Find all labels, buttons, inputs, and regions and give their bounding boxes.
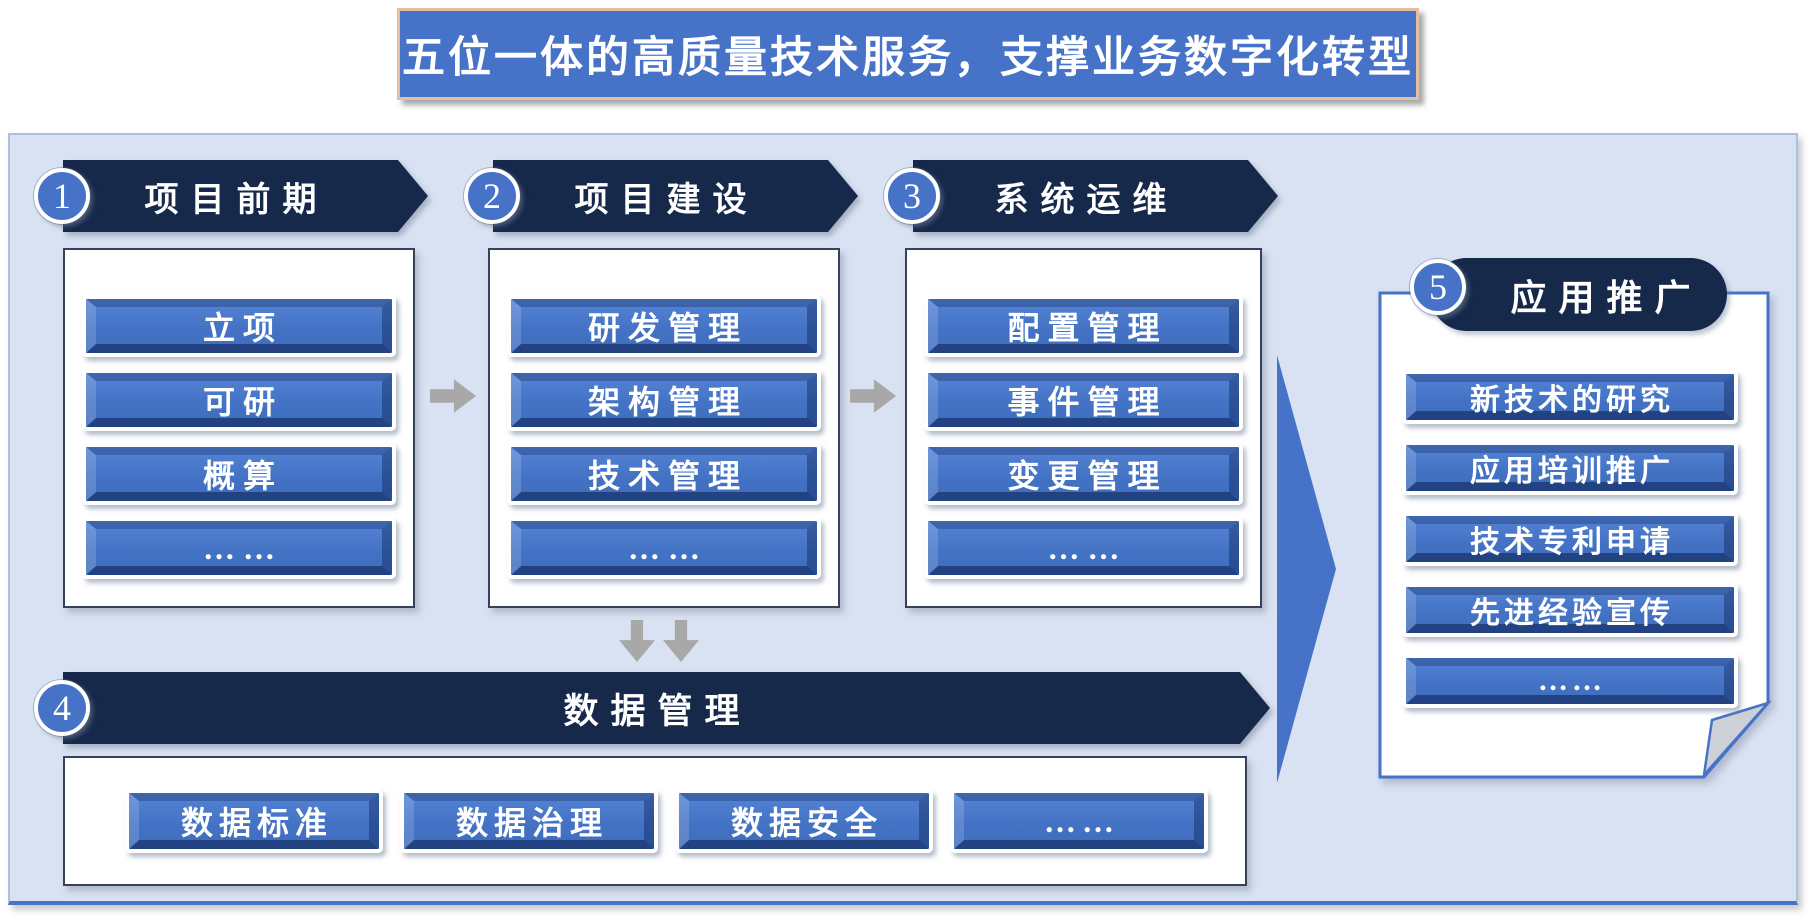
stage-3-item-label: ……	[1047, 529, 1128, 566]
stage-4-item: 数据安全	[675, 789, 933, 853]
stage-5-item: ……	[1402, 654, 1738, 708]
stage-2-item: ……	[507, 517, 821, 579]
stage-2-box: 研发管理 架构管理 技术管理 ……	[488, 248, 840, 608]
stage-5-item: 新技术的研究	[1402, 370, 1738, 424]
stage-1-item-label: 立项	[202, 310, 283, 346]
stage-1-number: 1	[53, 176, 71, 216]
stage-4-item-label: ……	[1044, 802, 1120, 839]
stage-5-item: 技术专利申请	[1402, 512, 1738, 566]
stage-5-item: 应用培训推广	[1402, 441, 1738, 495]
stage-2-item-label: 研发管理	[587, 310, 748, 346]
stage-3-box: 配置管理 事件管理 变更管理 ……	[905, 248, 1262, 608]
stage-3-header: 系统运维	[913, 160, 1278, 232]
stage-3-item-label: 配置管理	[1007, 310, 1168, 346]
stage-4-label: 数据管理	[563, 691, 752, 731]
stage-2-label: 项目建设	[574, 181, 759, 219]
stage-1-item-label: ……	[203, 529, 283, 566]
stage-4-box: 数据标准 数据治理 数据安全 ……	[63, 756, 1247, 886]
stage-1-item: 立项	[82, 295, 396, 357]
stage-2-item: 技术管理	[507, 443, 821, 505]
page-fold-icon	[1702, 700, 1772, 779]
stage-2-item: 研发管理	[507, 295, 821, 357]
stage-4-item-label: 数据治理	[455, 805, 608, 841]
stage-2-header: 项目建设	[493, 160, 858, 232]
stage-1-item: 概算	[82, 443, 396, 505]
stage-1-item-label: 概算	[202, 458, 283, 494]
stage-2-item-label: 架构管理	[587, 384, 748, 420]
stage-4-item: 数据治理	[400, 789, 658, 853]
slide-title: 五位一体的高质量技术服务，支撑业务数字化转型	[402, 35, 1414, 82]
stage-2-item-label: ……	[628, 529, 708, 566]
stage-3-item: ……	[924, 517, 1243, 579]
stage-4-number: 4	[53, 688, 71, 728]
stage-5-item-label: 新技术的研究	[1470, 384, 1674, 417]
stage-5-item: 先进经验宣传	[1402, 583, 1738, 637]
stage-5-header: 应用推广	[1430, 258, 1727, 331]
title-banner: 五位一体的高质量技术服务，支撑业务数字化转型	[397, 8, 1419, 100]
stage-3-item: 变更管理	[924, 443, 1243, 505]
stage-5-number-badge: 5	[1410, 259, 1466, 315]
stage-3-label: 系统运维	[994, 181, 1179, 219]
stage-1-number-badge: 1	[34, 168, 90, 224]
stage-5-label: 应用推广	[1510, 277, 1703, 318]
stage-1-label: 项目前期	[144, 181, 329, 219]
stage-3-item-label: 事件管理	[1007, 384, 1168, 420]
stage-5-item-label: ……	[1538, 664, 1606, 697]
stage-4-item: ……	[950, 789, 1208, 853]
stage-3-number: 3	[903, 176, 921, 216]
stage-1-item-label: 可研	[202, 384, 283, 420]
stage-5-item-label: 应用培训推广	[1470, 455, 1674, 488]
stage-1-box: 立项 可研 概算 ……	[63, 248, 415, 608]
stage-3-number-badge: 3	[884, 168, 940, 224]
stage-5-number: 5	[1429, 267, 1447, 307]
stage-5-item-label: 技术专利申请	[1470, 526, 1674, 559]
stage-4-item: 数据标准	[125, 789, 383, 853]
stage-2-number-badge: 2	[464, 168, 520, 224]
stage-3-item: 事件管理	[924, 369, 1243, 431]
stage-4-number-badge: 4	[34, 680, 90, 736]
stage-4-item-label: 数据标准	[180, 805, 333, 841]
stage-1-item: 可研	[82, 369, 396, 431]
stage-2-number: 2	[483, 176, 501, 216]
stage-1-item: ……	[82, 517, 396, 579]
stage-2-item-label: 技术管理	[587, 458, 748, 494]
stage-5-item-label: 先进经验宣传	[1470, 597, 1674, 630]
stage-2-item: 架构管理	[507, 369, 821, 431]
stage-3-item: 配置管理	[924, 295, 1243, 357]
stage-1-header: 项目前期	[63, 160, 428, 232]
stage-4-item-label: 数据安全	[730, 805, 883, 841]
stage-3-item-label: 变更管理	[1007, 458, 1168, 494]
stage-4-header: 数据管理	[63, 672, 1270, 744]
